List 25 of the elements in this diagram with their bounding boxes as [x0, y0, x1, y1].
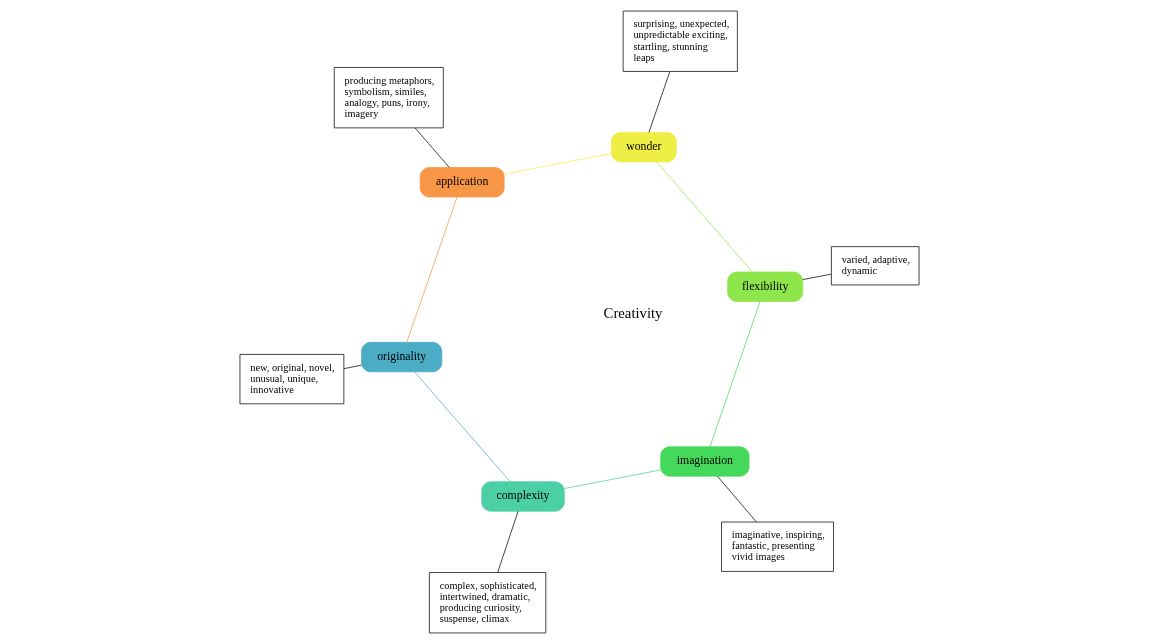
- node-box: originality: [360, 341, 442, 373]
- node-box: complex, sophisticated, intertwined, dramatic, producing curiosity, suspense, climax: [428, 572, 546, 634]
- node-box: surprising, unexpected, unpredictable exciting, startling, stunning leaps: [622, 10, 738, 72]
- node-box: complexity: [480, 481, 565, 512]
- node-box: wonder: [610, 132, 677, 163]
- connector: [503, 153, 612, 175]
- label: Creativity: [603, 305, 663, 322]
- node-box: varied, adaptive, dynamic: [830, 246, 919, 286]
- connector: [716, 476, 757, 523]
- connector: [405, 196, 457, 343]
- connector: [563, 469, 661, 489]
- node-box: application: [419, 167, 504, 198]
- connector: [414, 127, 450, 168]
- connector: [655, 161, 753, 273]
- connector: [802, 273, 831, 280]
- node-box: producing metaphors, symbolism, similes, analogy, puns, irony, imagery: [333, 67, 444, 129]
- node-box: imaginative, inspiring, fantastic, presenting vivid images: [720, 521, 834, 572]
- connector: [343, 364, 362, 370]
- connector: [709, 301, 760, 447]
- node-box: flexibility: [726, 271, 803, 302]
- connector: [413, 371, 510, 483]
- connector: [648, 71, 670, 133]
- connector: [496, 510, 518, 573]
- node-box: imagination: [659, 446, 749, 477]
- node-box: new, original, novel, unusual, unique, innovative: [239, 354, 344, 405]
